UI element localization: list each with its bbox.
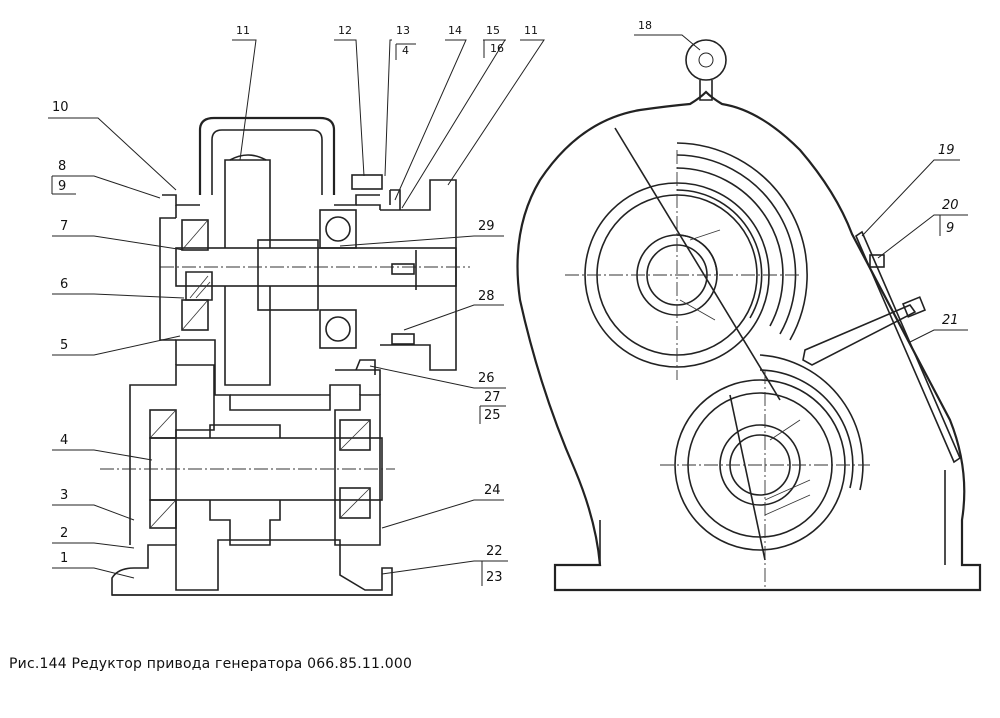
callout-9: 9 (58, 179, 66, 194)
callout-3: 3 (60, 488, 68, 503)
leader-lines (48, 34, 968, 579)
callout-27: 27 (484, 390, 501, 405)
callout-2: 2 (60, 526, 68, 541)
callout-11-left: 11 (236, 24, 250, 37)
section-view (100, 116, 470, 596)
label-fraction-bars (52, 39, 966, 586)
callout-15: 15 (486, 24, 500, 37)
callout-11-right: 11 (524, 24, 538, 37)
callout-21: 21 (942, 313, 959, 328)
callout-22: 22 (486, 544, 503, 559)
callout-9-right: 9 (946, 221, 954, 236)
callout-16: 16 (490, 42, 504, 55)
callout-10: 10 (52, 100, 69, 115)
gearbox-drawing: 1 2 3 4 5 6 7 8 9 10 11 11 12 13 4 14 15… (48, 19, 982, 596)
figure-caption: Рис.144 Редуктор привода генератора 066.… (9, 656, 413, 672)
callout-24: 24 (484, 483, 501, 498)
callout-26: 26 (478, 371, 495, 386)
callout-28: 28 (478, 289, 495, 304)
callout-14: 14 (448, 24, 462, 37)
callout-19: 19 (938, 143, 955, 158)
callout-4: 4 (60, 433, 68, 448)
callout-4-top: 4 (402, 44, 409, 57)
callout-8: 8 (58, 159, 66, 174)
callout-23: 23 (486, 570, 503, 585)
callout-5: 5 (60, 338, 68, 353)
callout-25: 25 (484, 408, 501, 423)
callout-7: 7 (60, 219, 68, 234)
callout-18: 18 (638, 19, 652, 32)
callout-13: 13 (396, 24, 410, 37)
callout-1: 1 (60, 551, 68, 566)
end-view (516, 39, 982, 592)
callout-29: 29 (478, 219, 495, 234)
callout-6: 6 (60, 277, 68, 292)
callout-labels: 1 2 3 4 5 6 7 8 9 10 11 11 12 13 4 14 15… (52, 19, 959, 585)
callout-20: 20 (942, 198, 959, 213)
callout-12: 12 (338, 24, 352, 37)
